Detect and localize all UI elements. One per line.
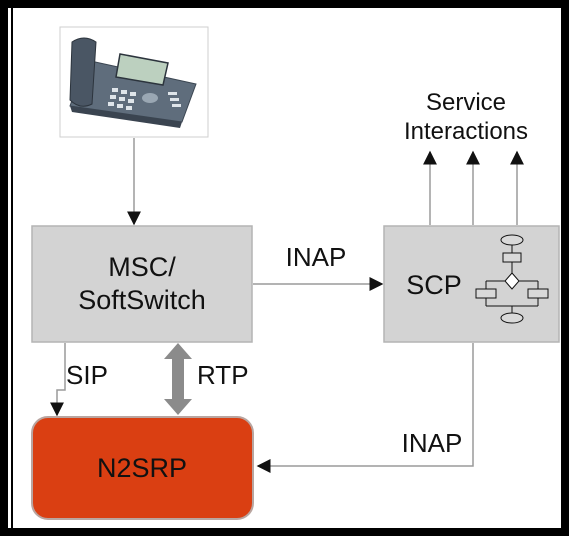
service-interactions-line1: Service <box>426 89 506 116</box>
service-interactions-line2: Interactions <box>404 118 528 145</box>
scp-node: SCP <box>383 225 560 343</box>
msc-label-line2: SoftSwitch <box>78 285 206 315</box>
rtp-double-arrow <box>164 343 192 415</box>
inap-bottom-label: INAP <box>402 428 463 458</box>
service-interaction-arrows <box>423 150 524 225</box>
n2srp-label: N2SRP <box>97 453 187 483</box>
msc-label-line1: MSC/ <box>108 252 176 282</box>
scp-to-n2srp-arrow <box>256 343 474 473</box>
scp-label: SCP <box>406 270 462 300</box>
n2srp-node: N2SRP <box>31 416 254 520</box>
sip-label: SIP <box>66 360 108 390</box>
rtp-label: RTP <box>197 360 249 390</box>
msc-softswitch-node: MSC/ SoftSwitch <box>31 225 253 343</box>
sip-arrow <box>50 343 66 417</box>
inap-top-label: INAP <box>286 242 347 272</box>
ip-desk-phone-icon <box>59 26 209 138</box>
flowchart-icon <box>475 234 549 324</box>
